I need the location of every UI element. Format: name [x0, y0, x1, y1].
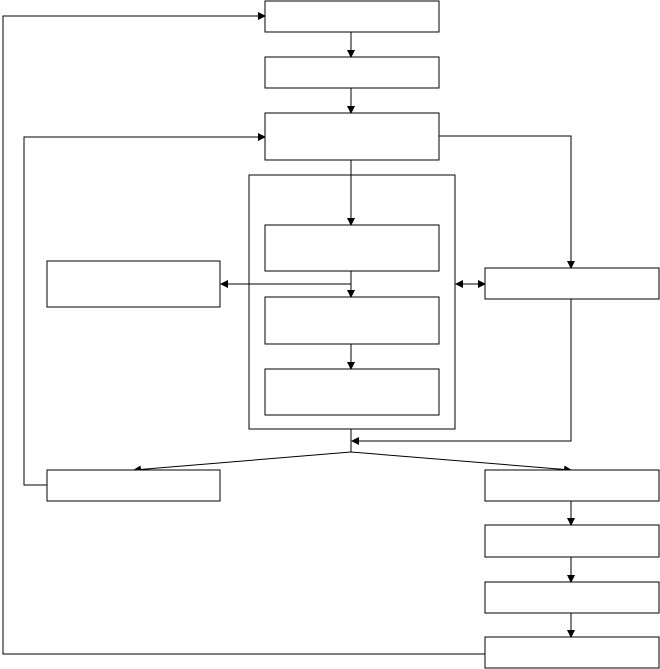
arrow-left-bottom-loop — [23, 133, 266, 486]
box-inner-3 — [264, 368, 440, 416]
box-right-chain-2 — [484, 524, 660, 558]
box-right-chain-3 — [484, 581, 660, 614]
box-left-mid — [46, 260, 221, 308]
arrow-outer-loop — [2, 12, 485, 655]
inner-group-frame — [248, 174, 456, 430]
box-top-2 — [264, 56, 440, 89]
arrow-hub-to-right-mid — [439, 135, 575, 269]
box-inner-2 — [264, 296, 440, 345]
box-inner-1 — [264, 224, 440, 272]
box-hub — [264, 112, 440, 161]
arrow-right-mid-return — [351, 299, 572, 445]
arrow-split-left — [133, 451, 352, 474]
connectors — [2, 12, 575, 655]
box-right-mid — [484, 267, 660, 300]
box-right-chain-1 — [484, 469, 660, 502]
box-top-1 — [264, 0, 440, 33]
arrow-split-right — [350, 451, 572, 474]
box-left-bottom — [46, 469, 221, 502]
box-right-chain-4 — [484, 636, 660, 669]
